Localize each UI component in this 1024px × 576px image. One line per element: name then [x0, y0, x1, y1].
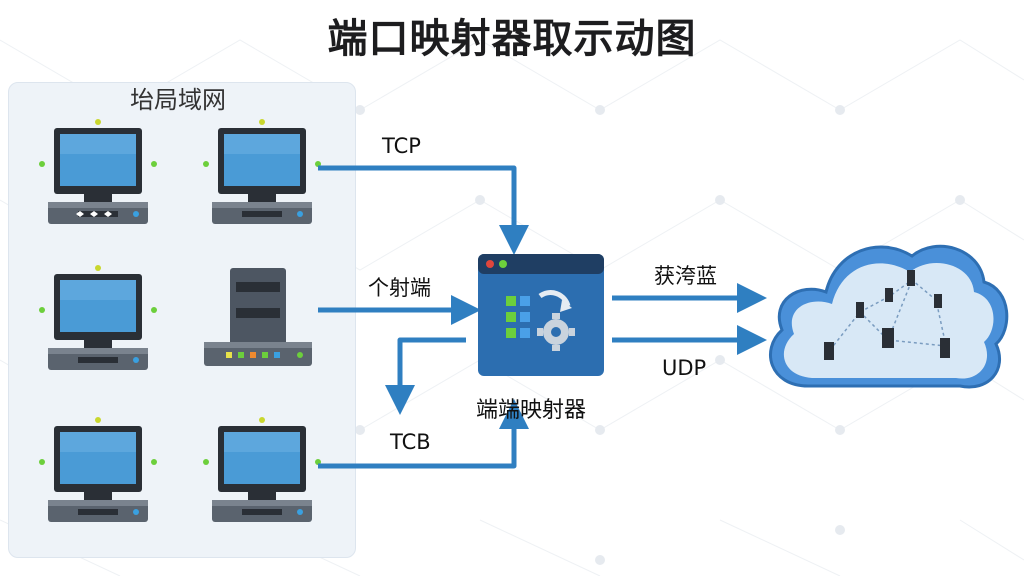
- server-icon: [204, 268, 312, 366]
- middle-connection-label: 个射端: [368, 276, 431, 300]
- page-title: 端口映射器取示动图: [327, 16, 697, 62]
- return-arrow: [385, 337, 466, 415]
- tcp-arrow: [318, 165, 529, 255]
- out-top-label: 获洿蓝: [654, 264, 717, 288]
- lan-title: 坮局域网: [130, 86, 226, 114]
- computer-icon: [203, 417, 321, 522]
- udp-label: UDP: [662, 356, 707, 380]
- computer-icon: [203, 119, 321, 224]
- tcp-label: TCP: [382, 134, 421, 158]
- computer-icon: [39, 119, 157, 224]
- tcb-label: TCB: [390, 430, 431, 454]
- port-mapper-label: 端端映射器: [476, 398, 587, 423]
- port-mapper-icon: [478, 254, 604, 376]
- computer-icon: [39, 417, 157, 522]
- cloud-network-icon: [769, 244, 1009, 389]
- tcb-arrow: [318, 399, 529, 469]
- computer-icon: [39, 265, 157, 370]
